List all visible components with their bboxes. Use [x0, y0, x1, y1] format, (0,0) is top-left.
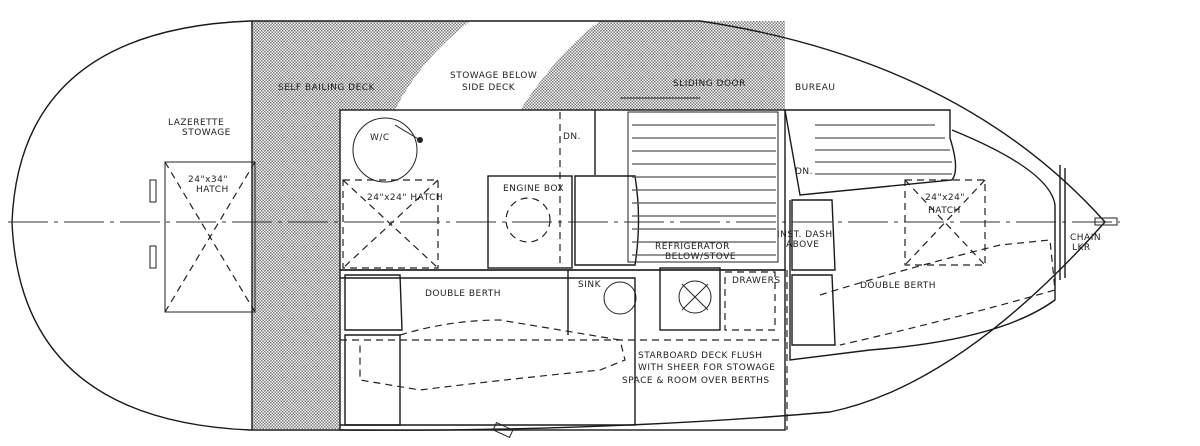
burner — [678, 280, 712, 314]
label-aft-hatch-2: HATCH — [196, 185, 229, 195]
label-storage-below: STOWAGE BELOW — [450, 71, 537, 81]
side-deck-hatch-right — [520, 21, 785, 110]
label-starboard-note-3: SPACE & ROOM OVER BERTHS — [622, 376, 770, 386]
side-deck-hatch-left — [340, 21, 470, 110]
sink-basin — [603, 281, 637, 315]
aft-berth-outline — [340, 277, 636, 426]
label-lazarette-2: STOWAGE — [182, 128, 231, 138]
label-engine-box: ENGINE BOX — [503, 184, 564, 194]
label-fwd-hatch: 24"x24" — [925, 193, 965, 203]
outboard-fitting — [492, 421, 514, 439]
bow-fitting — [1094, 217, 1118, 226]
label-chain-locker-2: LKR — [1072, 243, 1091, 253]
aft-berth-cushion-dashed — [359, 319, 626, 391]
engine-box — [487, 175, 573, 269]
label-self-bailing-deck: SELF BAILING DECK — [278, 83, 376, 93]
forward-hatch — [904, 179, 986, 266]
toilet — [352, 117, 423, 183]
cabin-sole-planking — [627, 111, 952, 263]
label-mid-hatch: 24"x24" HATCH — [367, 193, 443, 203]
mid-hatch — [342, 179, 439, 269]
cabin-starboard-area — [339, 269, 786, 431]
label-sink: SINK — [578, 280, 602, 290]
forward-pillows — [791, 199, 836, 346]
drawers — [724, 271, 776, 331]
label-inst-dash: INST. DASH — [777, 230, 833, 240]
label-chain-locker: CHAIN — [1070, 233, 1101, 243]
label-lazarette: LAZERETTE — [168, 118, 224, 128]
label-refrigerator: REFRIGERATOR — [655, 242, 730, 252]
forward-berth-cushion-dashed — [819, 239, 1056, 346]
forward-cabin-bulkhead — [784, 109, 957, 196]
label-fwd-hatch-2: HATCH — [928, 206, 961, 216]
self-bailing-deck-area — [252, 21, 340, 429]
label-side-deck: SIDE DECK — [462, 83, 516, 93]
label-sliding-door: SLIDING DOOR — [673, 79, 746, 89]
label-down-fwd: DN. — [795, 167, 813, 177]
seat-cushion — [574, 175, 640, 266]
label-double-berth-aft: DOUBLE BERTH — [425, 289, 501, 299]
label-starboard-note-1: STARBOARD DECK FLUSH — [638, 351, 763, 361]
label-inst-dash-2: ABOVE — [786, 240, 819, 250]
label-wc: W/C — [370, 133, 390, 143]
aft-pillows — [344, 274, 403, 426]
label-bureau: BUREAU — [795, 83, 835, 93]
stove — [659, 267, 721, 331]
label-down-aft: DN. — [563, 132, 581, 142]
hull-outline — [11, 20, 1106, 431]
label-aft-hatch: 24"x34" — [188, 175, 228, 185]
label-starboard-note-2: WITH SHEER FOR STOWAGE — [638, 363, 775, 373]
aft-hatch — [149, 161, 256, 313]
label-drawers: DRAWERS — [732, 276, 781, 286]
label-below-stove: BELOW/STOVE — [665, 252, 736, 262]
forward-berth-outline — [789, 129, 1056, 361]
label-double-berth-fwd: DOUBLE BERTH — [860, 281, 936, 291]
